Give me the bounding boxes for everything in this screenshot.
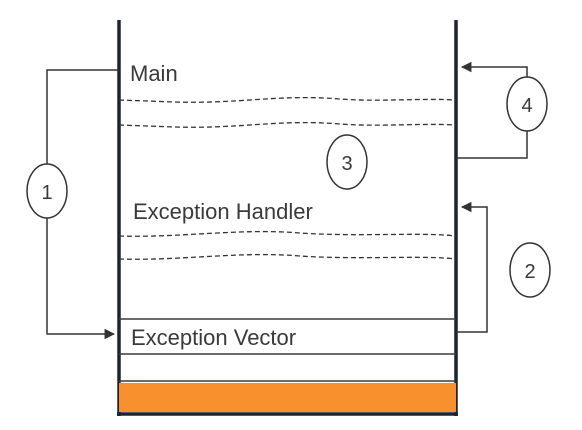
region-break-lower: [118, 230, 457, 237]
step-1-circle: [26, 163, 68, 219]
flow-path-2: [456, 201, 488, 333]
exception-handler-label: Exception Handler: [133, 199, 313, 224]
exception-vector-label: Exception Vector: [131, 325, 296, 350]
step-2-number: 2: [524, 261, 535, 283]
region-break-lower-lower-edge: [118, 253, 457, 260]
step-3-number: 3: [341, 153, 352, 175]
step-3-circle: [326, 134, 368, 190]
region-break-upper-lower-edge: [118, 121, 457, 128]
main-label: Main: [130, 61, 178, 86]
step-1-number: 1: [41, 182, 52, 204]
step-2-circle: [509, 242, 551, 298]
step-4-number: 4: [521, 95, 532, 117]
base-memory-block: [119, 383, 456, 412]
region-break-upper: [118, 96, 457, 103]
step-4-circle: [506, 76, 548, 132]
